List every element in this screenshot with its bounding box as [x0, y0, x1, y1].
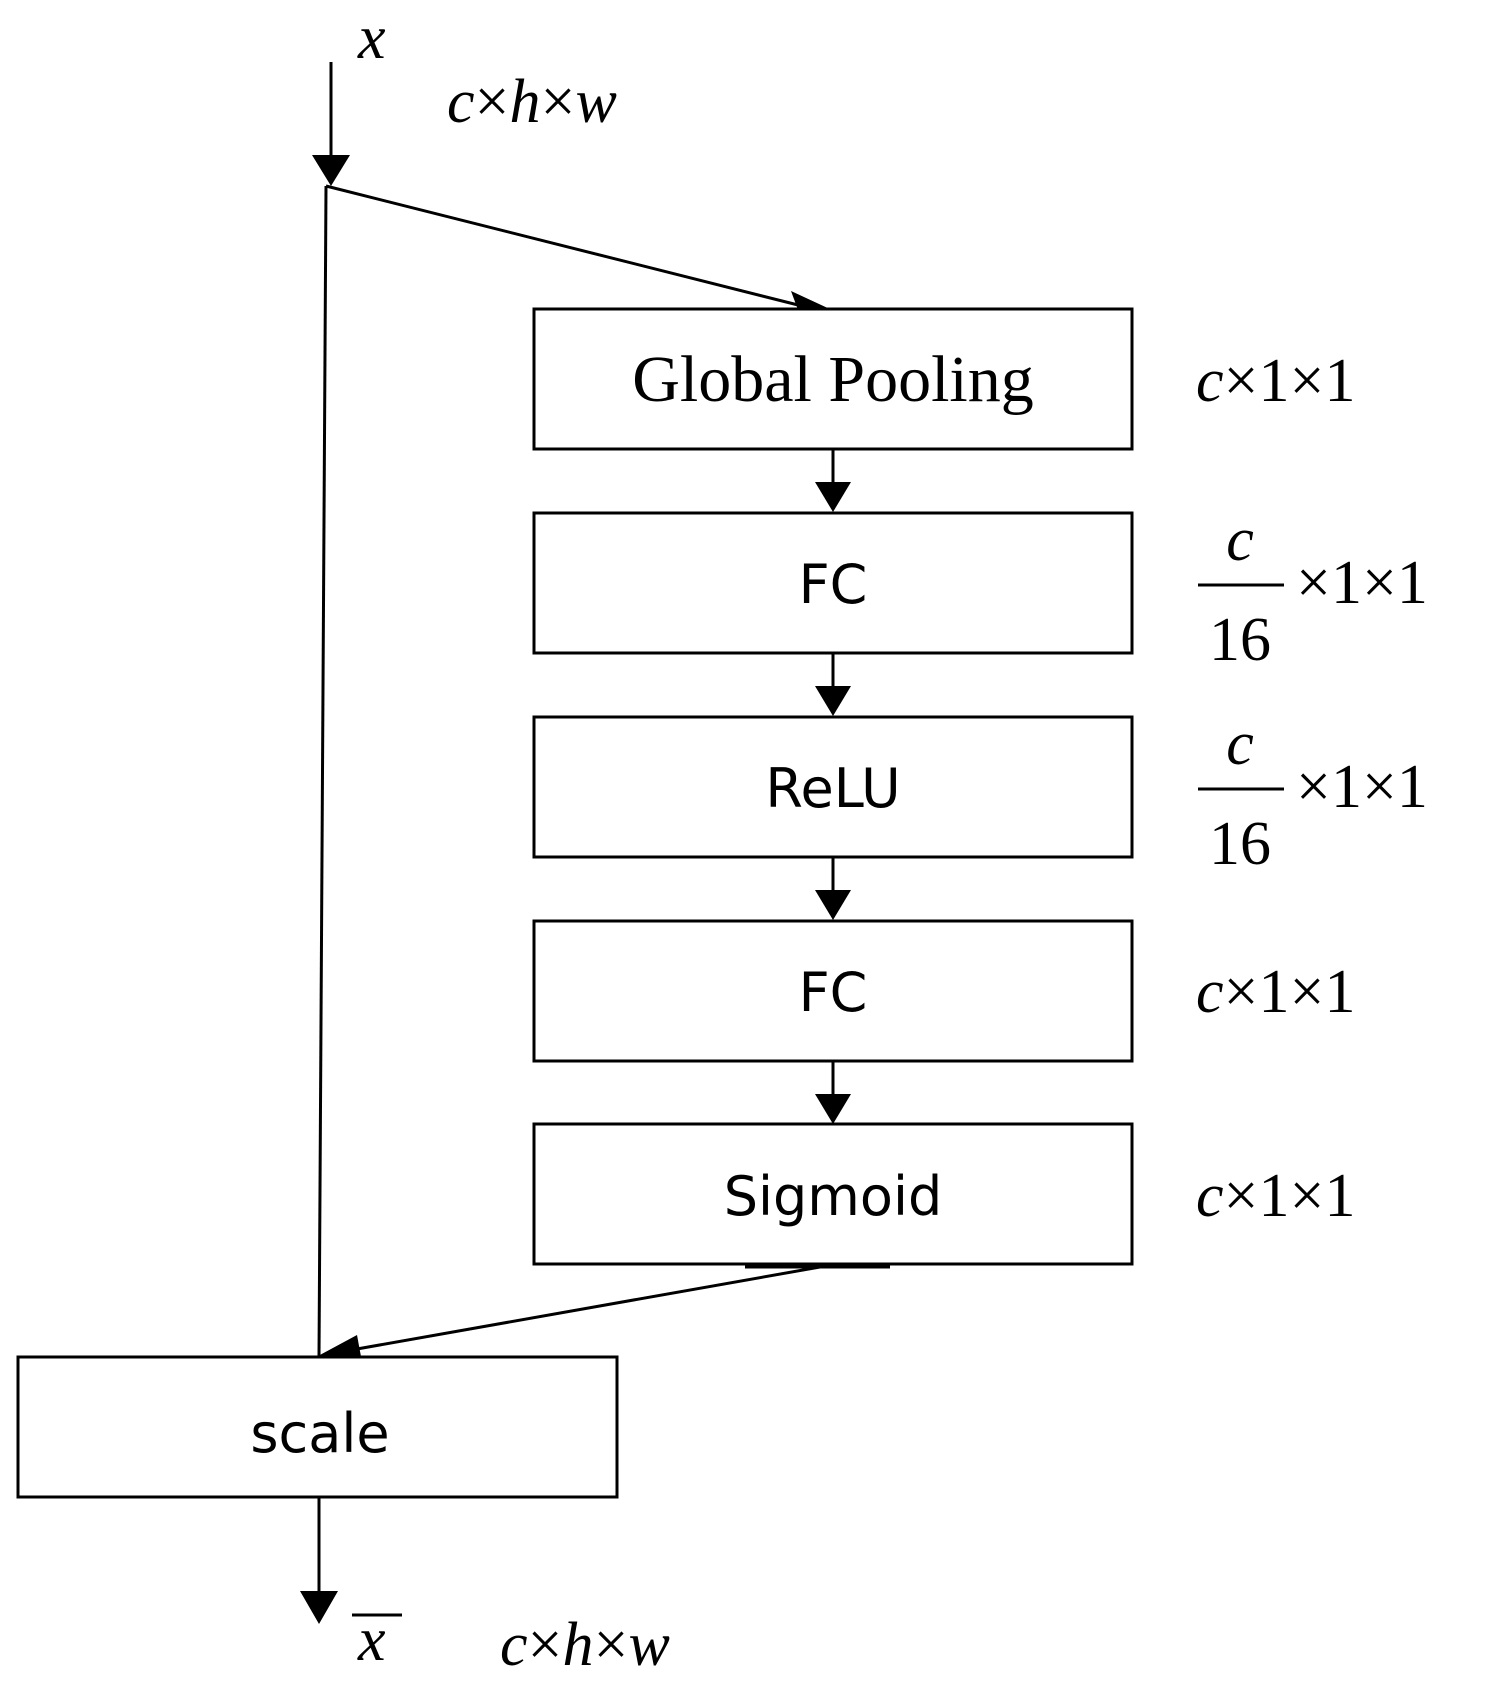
fc1-block — [532, 511, 1134, 655]
input-symbol: x — [357, 4, 386, 72]
sigmoid-scale-arrowhead — [318, 1335, 362, 1362]
relu-dims-rest: ×1×1 — [1296, 753, 1428, 821]
fc2-dims: c×1×1 — [1196, 958, 1355, 1026]
fc1-dims-denominator: 16 — [1209, 606, 1271, 674]
fc1-dims-rest: ×1×1 — [1296, 549, 1428, 617]
global-pooling-block — [532, 307, 1134, 451]
global-pooling-dims: c×1×1 — [1196, 347, 1355, 415]
global-pooling-label: Global Pooling — [632, 343, 1034, 416]
relu-dims-denominator: 16 — [1209, 810, 1271, 878]
input-shape-label: c×h×w — [447, 68, 617, 136]
arrow-gp-fc1-head — [815, 482, 851, 512]
relu-block — [532, 715, 1134, 859]
fc1-dims: c 16 ×1×1 — [1198, 506, 1428, 674]
relu-dims: c 16 ×1×1 — [1198, 710, 1428, 878]
sigmoid-scale-arrow-line — [339, 1265, 821, 1354]
relu-dims-numerator: c — [1226, 710, 1254, 778]
relu-label: ReLU — [765, 757, 900, 820]
output-symbol: x — [357, 1606, 386, 1674]
fc2-label: FC — [799, 961, 868, 1024]
fc1-label: FC — [799, 553, 868, 616]
output-shape-label: c×h×w — [500, 1611, 670, 1679]
input-arrowhead — [312, 155, 350, 186]
arrow-fc2-sigmoid-head — [815, 1094, 851, 1124]
sigmoid-label: Sigmoid — [724, 1165, 942, 1228]
fc1-dims-numerator: c — [1226, 506, 1254, 574]
output-arrowhead — [300, 1591, 338, 1624]
arrow-relu-fc2-head — [815, 890, 851, 920]
sigmoid-block — [532, 1122, 1134, 1266]
skip-connection-line — [317, 185, 328, 1358]
arrow-fc1-relu-head — [815, 686, 851, 716]
sigmoid-dims: c×1×1 — [1196, 1162, 1355, 1230]
branch-arrow-line — [325, 184, 811, 310]
scale-label: scale — [250, 1402, 389, 1465]
